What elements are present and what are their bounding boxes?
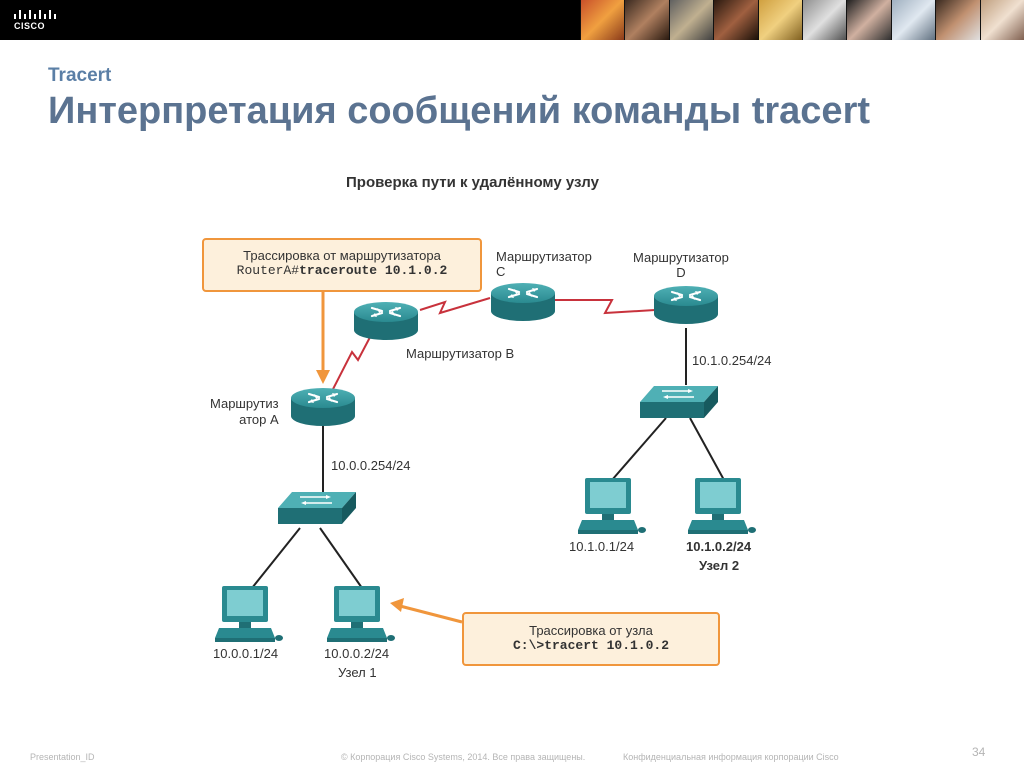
- host-right-2-name: Узел 2: [699, 558, 740, 573]
- router-d-label-line1: Маршрутизатор: [633, 250, 729, 265]
- router-b-label: Маршрутизатор B: [406, 346, 515, 361]
- router-c-label-line1: Маршрутизатор: [496, 249, 592, 264]
- header-photo: [668, 0, 714, 40]
- header-photo: [802, 0, 847, 40]
- host-callout-command: C:\>tracert 10.1.0.2: [512, 638, 670, 653]
- serial-link-a-b: [329, 321, 379, 396]
- pc-left-2-icon: [327, 586, 395, 642]
- presentation-id: Presentation_ID: [30, 752, 95, 762]
- callout-arrows: [316, 290, 463, 624]
- ethernet-links: [251, 328, 725, 589]
- router-d-icon: [652, 284, 720, 326]
- serial-link-c-d: [555, 299, 656, 315]
- router-callout-prompt: RouterA#: [236, 263, 300, 278]
- switch-right-icon: [639, 385, 719, 419]
- router-d-label: Маршрутизатор D: [633, 250, 729, 280]
- header-photo: [846, 0, 891, 40]
- header-photo: [713, 0, 758, 40]
- host-left-1-ip: 10.0.0.1/24: [213, 646, 279, 661]
- router-c-label-line2: C: [496, 264, 506, 279]
- router-c-icon: [489, 281, 557, 323]
- header-photo: [580, 0, 625, 40]
- header-photo: [624, 0, 669, 40]
- router-d-lan-ip: 10.1.0.254/24: [692, 353, 772, 368]
- header-photo: [979, 0, 1024, 40]
- header-photo-strip: [580, 0, 1024, 40]
- page-number: 34: [972, 745, 986, 759]
- router-a-label-line2: атор A: [239, 412, 279, 427]
- header-photo: [935, 0, 980, 40]
- pc-left-1-icon: [215, 586, 283, 642]
- page-title: Интерпретация сообщений команды tracert: [48, 90, 871, 132]
- copyright-text: © Корпорация Cisco Systems, 2014. Все пр…: [341, 752, 586, 762]
- router-d-label-line2: D: [676, 265, 686, 280]
- host-left-2-name: Узел 1: [338, 665, 377, 680]
- cisco-logo-icon: [14, 10, 56, 19]
- host-right-2-ip: 10.1.0.2/24: [686, 539, 752, 554]
- pc-right-1-icon: [578, 478, 646, 534]
- host-left-2-ip: 10.0.0.2/24: [324, 646, 390, 661]
- header-photo: [890, 0, 936, 40]
- router-a-label: Маршрутиз атор A: [210, 396, 279, 428]
- router-b-icon: [352, 300, 420, 342]
- router-traceroute-callout: Трассировка от маршрутизатора RouterA#tr…: [202, 238, 482, 292]
- router-a-lan-ip: 10.0.0.254/24: [331, 458, 411, 473]
- logo-text: CISCO: [14, 21, 46, 31]
- router-callout-heading: Трассировка от маршрутизатора: [243, 248, 441, 263]
- router-a-label-line1: Маршрутиз: [210, 396, 279, 411]
- router-a-icon: [289, 386, 357, 428]
- router-c-label: Маршрутизатор C: [496, 249, 592, 279]
- confidential-text: Конфиденциальная информация корпорации C…: [623, 752, 839, 762]
- serial-link-b-c: [419, 297, 491, 315]
- serial-links: [329, 297, 656, 396]
- router-callout-command-line: RouterA#traceroute 10.1.0.2: [204, 263, 480, 278]
- header-photo: [757, 0, 803, 40]
- top-bar: CISCO: [0, 0, 1024, 40]
- host-callout-heading: Трассировка от узла: [529, 623, 653, 638]
- host-right-1-ip: 10.1.0.1/24: [569, 539, 635, 554]
- router-callout-command: traceroute 10.1.0.2: [299, 263, 448, 278]
- host-tracert-callout: Трассировка от узла C:\>tracert 10.1.0.2: [462, 612, 720, 666]
- switch-left-icon: [277, 491, 357, 525]
- pc-right-2-icon: [688, 478, 756, 534]
- section-label: Tracert: [48, 65, 112, 86]
- diagram-title: Проверка пути к удалённому узлу: [346, 174, 599, 191]
